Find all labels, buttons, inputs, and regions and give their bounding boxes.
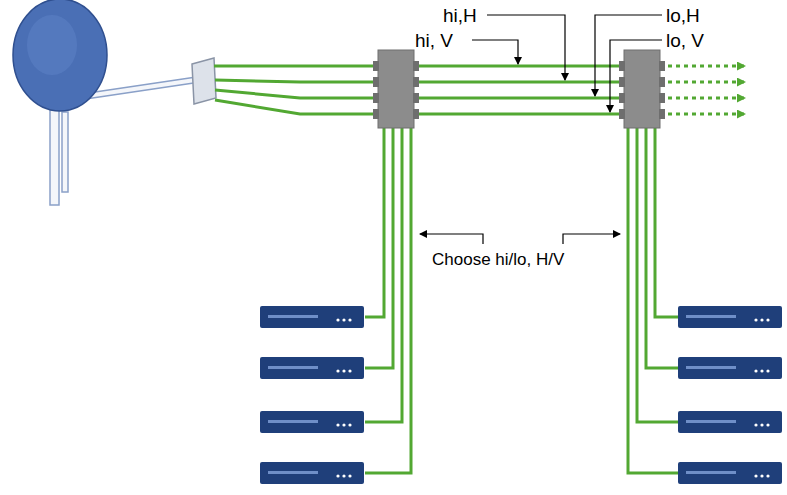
receiver-box [678,462,782,484]
signal-label: lo, V [666,31,704,50]
receiver-button [760,474,763,477]
receiver-button [754,474,757,477]
receiver-display [268,471,318,474]
receiver-display [686,420,736,423]
receiver-button [754,318,757,321]
signal-label: hi, V [415,31,453,50]
receiver-cables [365,128,678,473]
signal-label: lo,H [666,6,700,25]
receiver-button [348,474,351,477]
receiver-button [336,423,339,426]
receiver-button [336,474,339,477]
receiver-button [336,369,339,372]
receiver-button [766,474,769,477]
receiver-button [754,423,757,426]
receiver-button [348,423,351,426]
receiver-box [678,357,782,379]
dish-highlight [27,15,77,75]
receiver-box [260,306,364,328]
receiver-box [260,411,364,433]
leader-lines [420,15,662,244]
receiver-button [342,318,345,321]
receiver-button [342,474,345,477]
receiver-display [268,366,318,369]
receiver-button [766,318,769,321]
receiver-display [686,315,736,318]
receiver-button [342,369,345,372]
receiver-display [268,315,318,318]
receiver-button [766,369,769,372]
multiswitch [373,50,419,128]
receiver-button [348,369,351,372]
receiver-button [760,318,763,321]
receiver-button [342,423,345,426]
receiver-box [260,357,364,379]
trunk-cables [214,66,626,114]
receiver-display [268,420,318,423]
receivers [260,306,782,484]
receiver-button [766,423,769,426]
lnb [192,58,216,104]
receiver-button [760,369,763,372]
receiver-box [260,462,364,484]
receiver-box [678,411,782,433]
note-label: Choose hi/lo, H/V [432,251,564,268]
signal-label: hi,H [443,6,477,25]
receiver-display [686,366,736,369]
multiswitch [619,50,665,128]
continuing-cables [660,66,745,114]
receiver-display [686,471,736,474]
receiver-button [348,318,351,321]
receiver-button [760,423,763,426]
receiver-button [336,318,339,321]
receiver-button [754,369,757,372]
satellite-dish [13,0,107,111]
receiver-box [678,306,782,328]
